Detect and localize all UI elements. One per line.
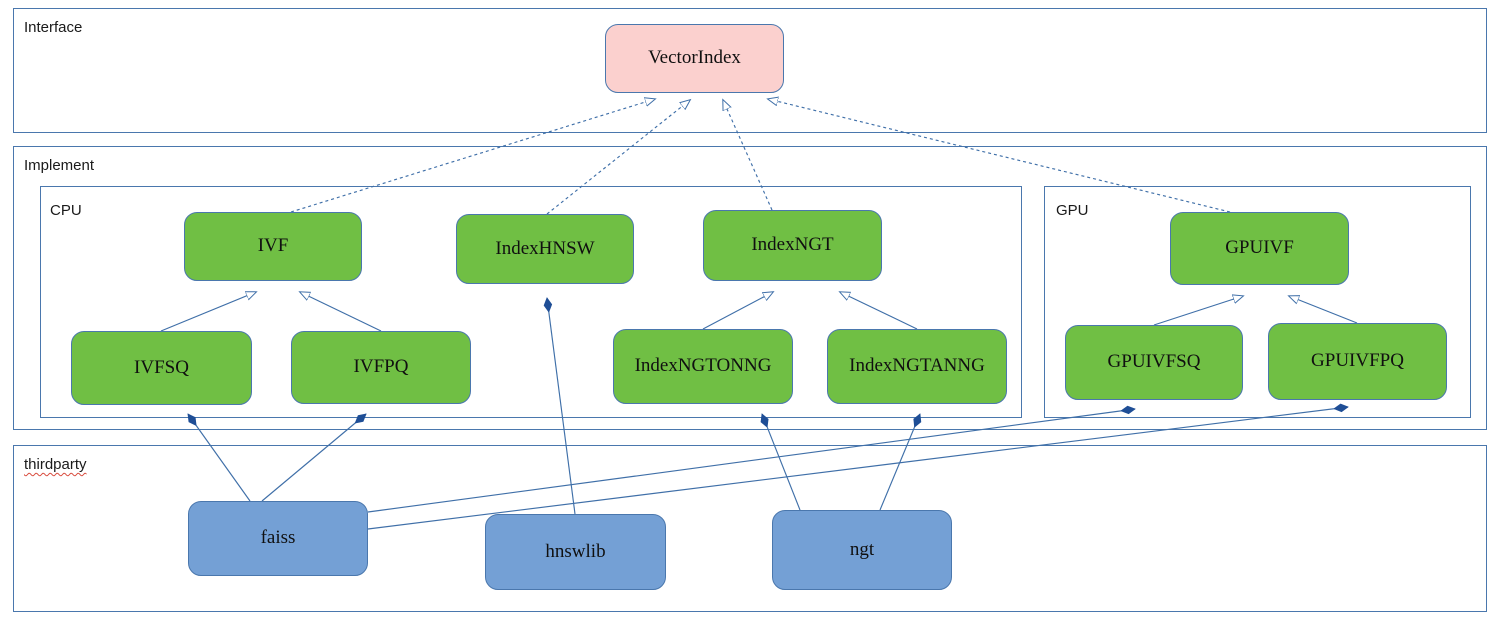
node-gpuivfpq[interactable]: GPUIVFPQ: [1268, 323, 1447, 400]
node-indexhnsw[interactable]: IndexHNSW: [456, 214, 634, 284]
group-label-gpu: GPU: [1056, 202, 1089, 219]
group-label-implement: Implement: [24, 157, 95, 174]
node-ngt[interactable]: ngt: [772, 510, 952, 590]
node-indexngt[interactable]: IndexNGT: [703, 210, 882, 281]
node-indexngtonng[interactable]: IndexNGTONNG: [613, 329, 793, 404]
node-ivf[interactable]: IVF: [184, 212, 362, 281]
node-gpuivfsq[interactable]: GPUIVFSQ: [1065, 325, 1243, 400]
group-label-interface: Interface: [24, 19, 83, 36]
node-indexngtanng[interactable]: IndexNGTANNG: [827, 329, 1007, 404]
node-hnswlib[interactable]: hnswlib: [485, 514, 666, 590]
group-label-cpu: CPU: [50, 202, 82, 219]
node-gpuivf[interactable]: GPUIVF: [1170, 212, 1349, 285]
node-vectorindex[interactable]: VectorIndex: [605, 24, 784, 93]
node-ivfpq[interactable]: IVFPQ: [291, 331, 471, 404]
group-label-thirdparty: thirdparty: [24, 456, 87, 473]
node-faiss[interactable]: faiss: [188, 501, 368, 576]
node-ivfsq[interactable]: IVFSQ: [71, 331, 252, 405]
